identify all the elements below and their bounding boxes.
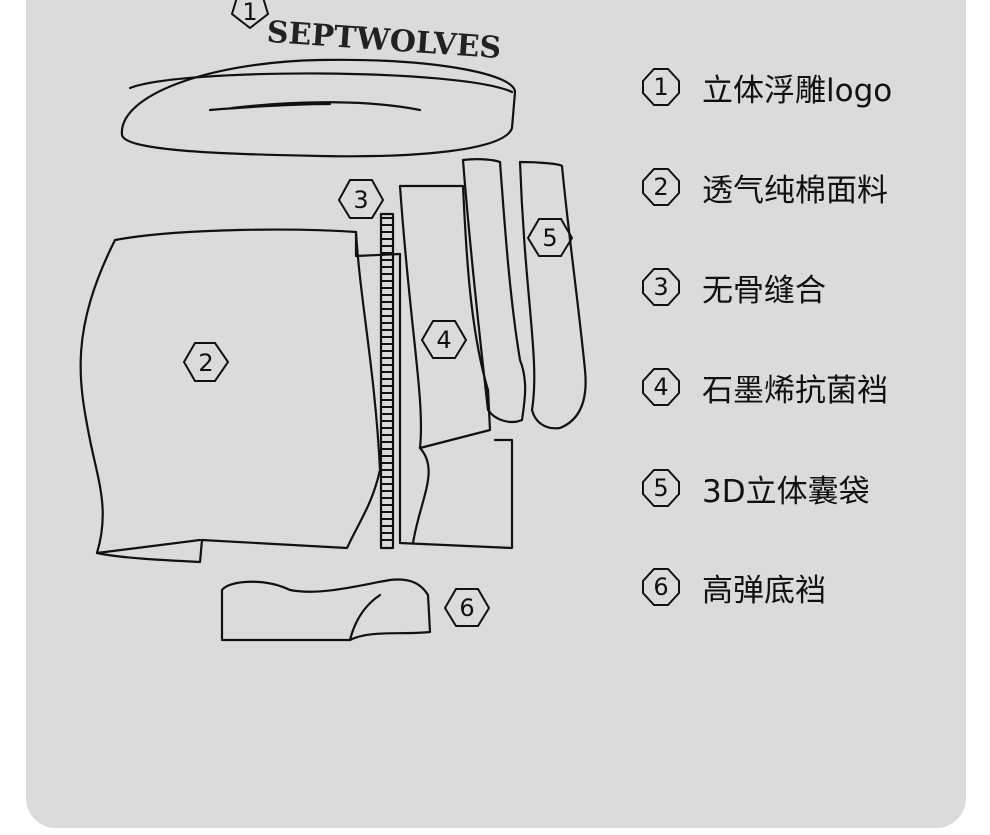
legend-item-6: 6 高弹底裆 [640, 562, 826, 612]
svg-text:6: 6 [459, 594, 474, 622]
legend-item-2: 2 透气纯棉面料 [640, 162, 888, 212]
diagram-tag-3: 3 [337, 179, 385, 219]
pouch-part [461, 158, 587, 430]
svg-text:3: 3 [353, 186, 368, 214]
legend-label: 立体浮雕logo [702, 72, 893, 109]
legend-number-badge: 5 [640, 467, 682, 509]
diagram-tag-6: 6 [443, 588, 491, 627]
legend-number-badge: 3 [640, 266, 682, 308]
legend-item-4: 4 石墨烯抗菌裆 [640, 362, 888, 412]
legend-label: 3D立体囊袋 [702, 473, 870, 510]
legend-label: 无骨缝合 [702, 272, 826, 309]
legend-label: 高弹底裆 [702, 572, 826, 609]
svg-text:4: 4 [436, 326, 451, 354]
seam-strip-part [354, 212, 402, 550]
brand-logo-text: SEPTWOLVES [266, 15, 502, 66]
legend-label: 石墨烯抗菌裆 [702, 372, 888, 409]
legend-number-badge: 1 [640, 66, 682, 108]
waistband-part [120, 58, 517, 158]
legend-number-badge: 6 [640, 566, 682, 608]
legend-label: 透气纯棉面料 [702, 172, 888, 209]
body-panel-part [79, 228, 382, 564]
legend-item-5: 5 3D立体囊袋 [640, 463, 870, 513]
diagram-card [26, 0, 966, 828]
svg-text:1: 1 [242, 0, 257, 26]
diagram-tag-4: 4 [420, 320, 468, 359]
diagram-tag-2: 2 [182, 342, 230, 382]
svg-text:2: 2 [198, 349, 213, 377]
legend-number-badge: 4 [640, 366, 682, 408]
gusset-part [220, 578, 432, 642]
legend-item-3: 3 无骨缝合 [640, 262, 826, 312]
svg-text:5: 5 [542, 224, 557, 252]
crotch-panel-part [398, 184, 514, 550]
diagram-tags: 1 2 3 4 5 6 [182, 0, 574, 627]
legend-item-1: 1 立体浮雕logo [640, 62, 892, 112]
seam-stitches [381, 217, 393, 541]
diagram-tag-5: 5 [526, 218, 574, 257]
diagram-tag-1: 1 [230, 0, 270, 30]
legend-number-badge: 2 [640, 166, 682, 208]
